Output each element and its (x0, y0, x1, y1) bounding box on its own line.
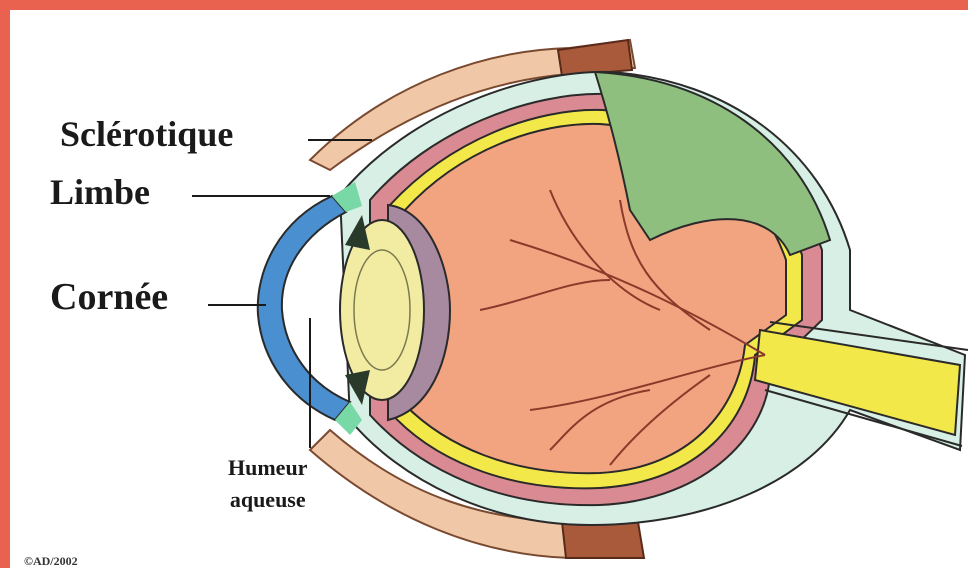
upper-eyelid-tip (558, 40, 632, 76)
copyright-text: ©AD/2002 (24, 554, 78, 568)
lower-eyelid-tip (562, 522, 644, 558)
label-humeur-line2: aqueuse (228, 484, 307, 516)
lens (340, 220, 424, 400)
label-sclerotique: Sclérotique (60, 116, 233, 152)
label-humeur-aqueuse: Humeur aqueuse (228, 452, 307, 516)
label-limbe: Limbe (50, 174, 150, 210)
label-humeur-line1: Humeur (228, 452, 307, 484)
label-cornee: Cornée (50, 278, 168, 316)
cornea (258, 196, 350, 420)
